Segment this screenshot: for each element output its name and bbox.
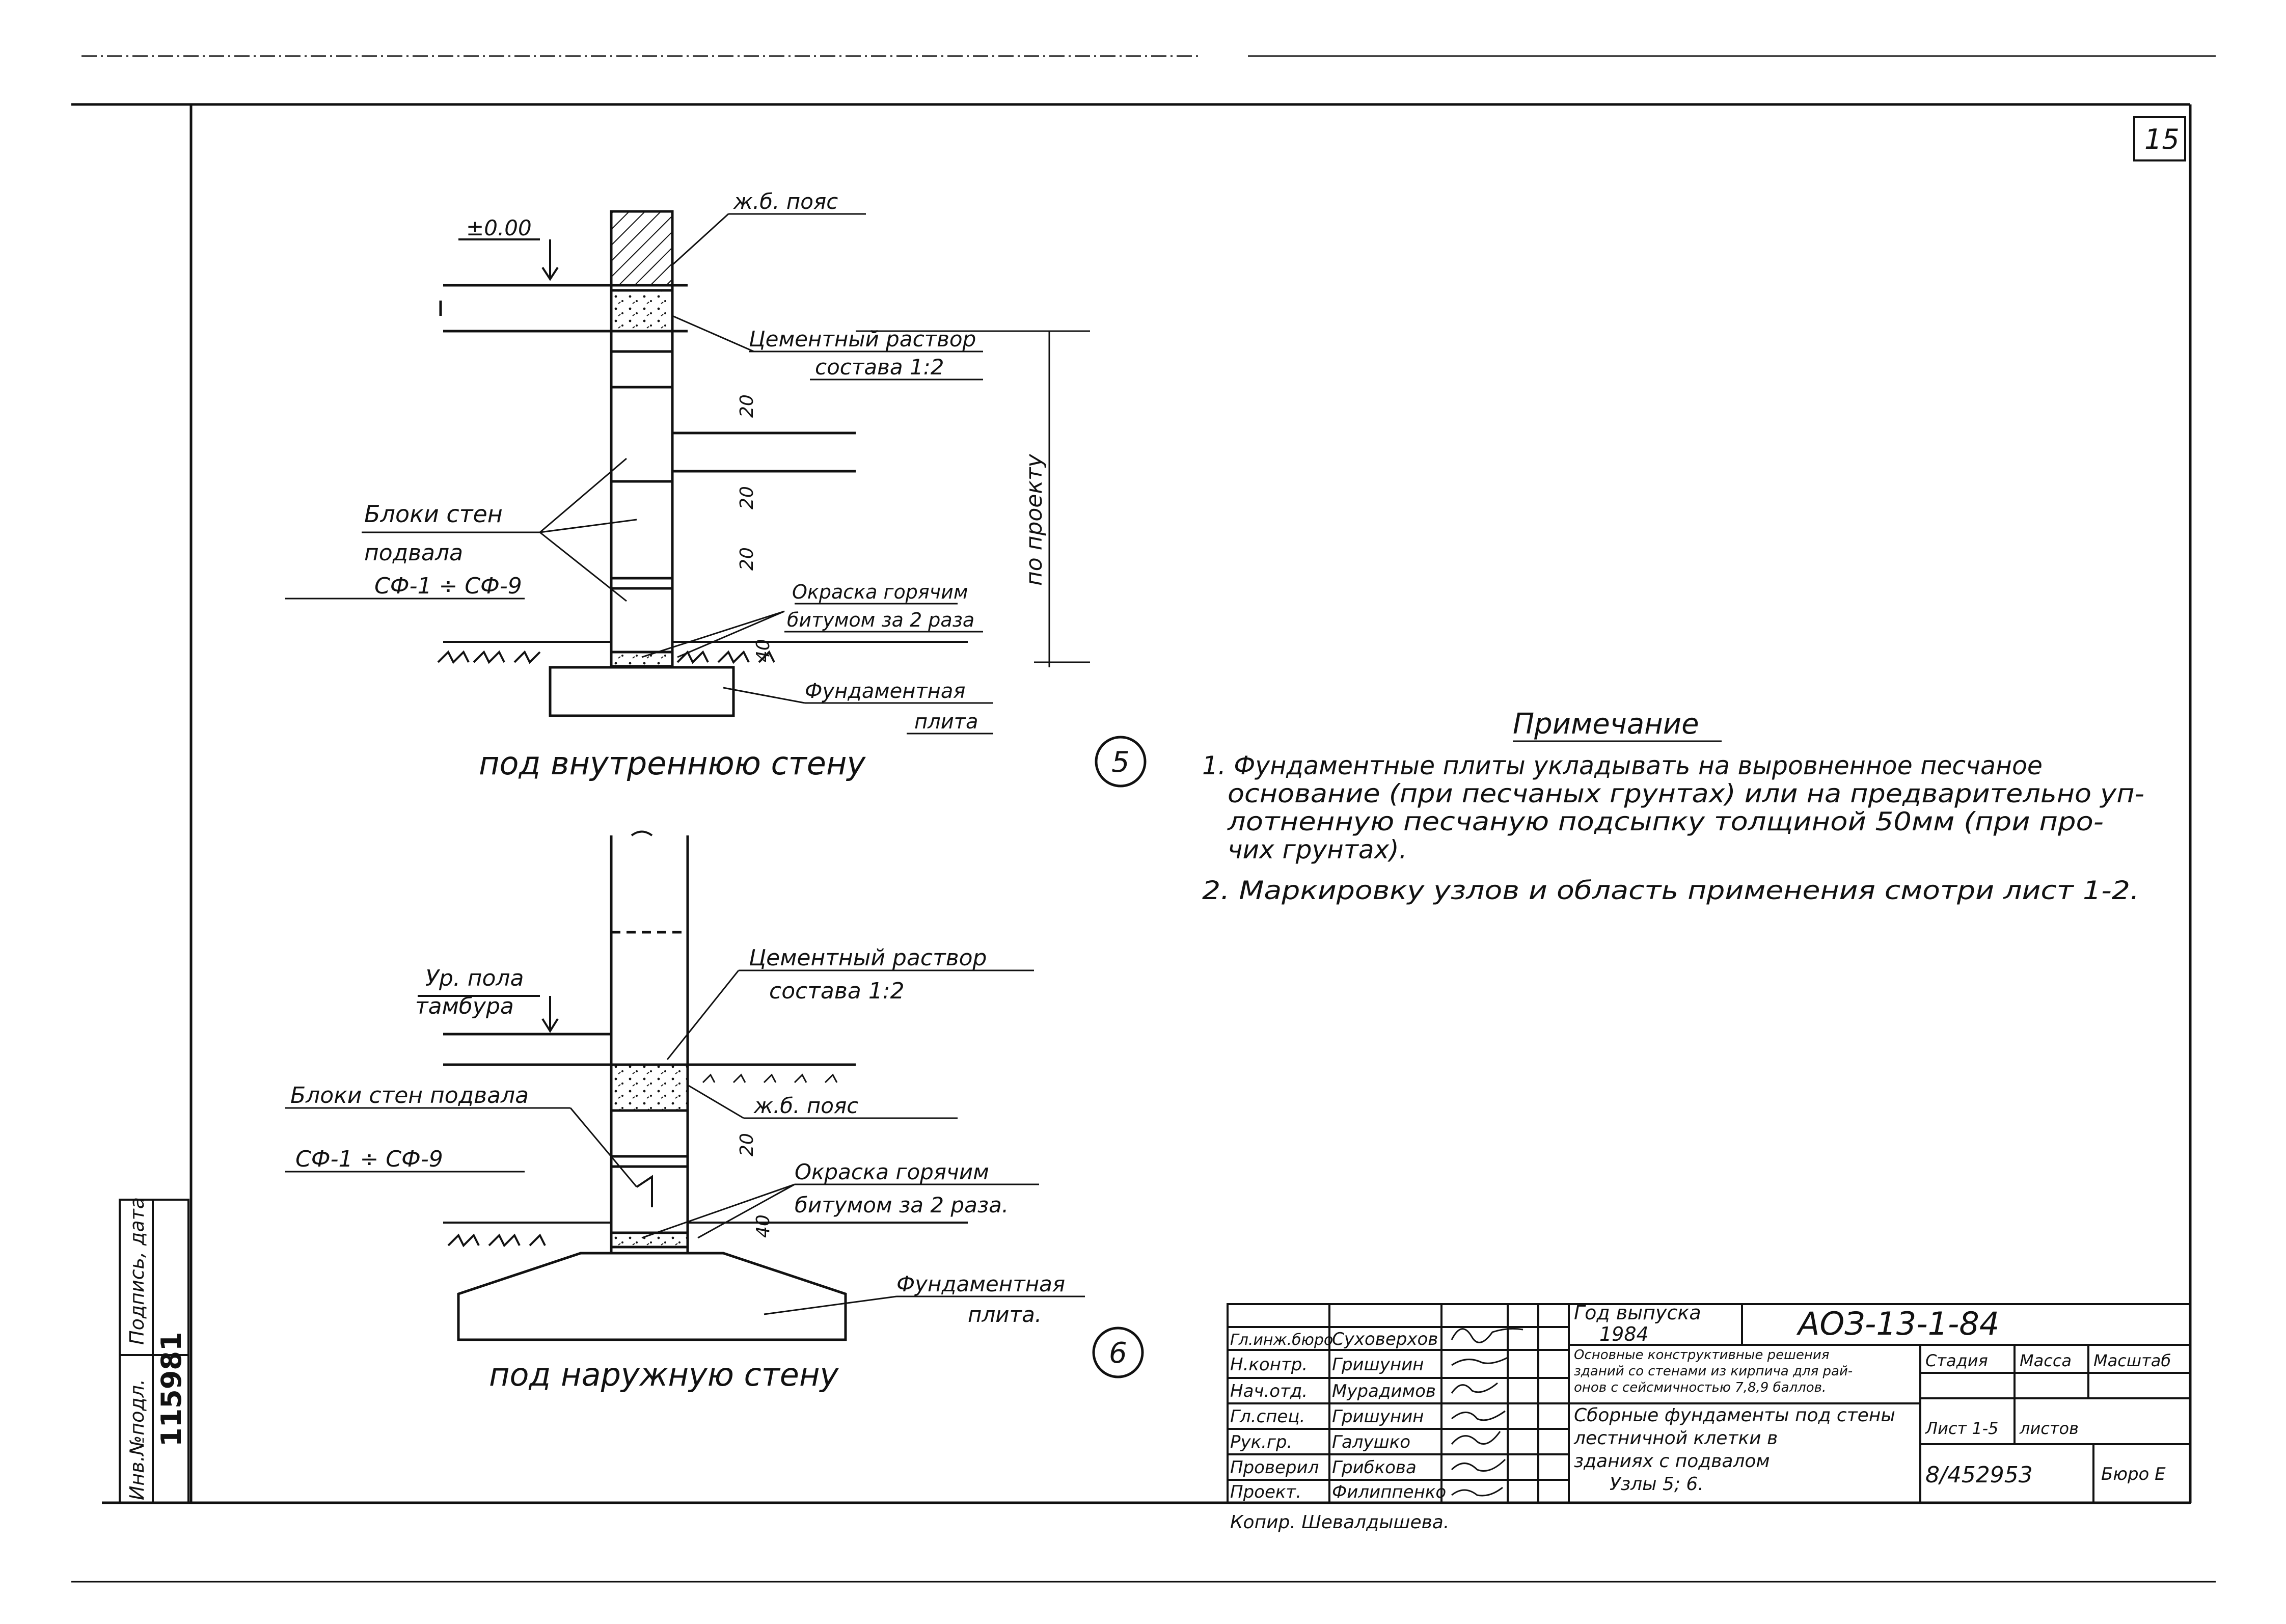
binding-strip: Инв.№подл. Подпись, дата 115981	[119, 1197, 189, 1504]
note-line-1: 1. Фундаментные плиты укладывать на выро…	[1202, 751, 2043, 780]
floor-6-label-2: тамбура	[415, 993, 514, 1019]
floor-slab-6	[443, 1033, 856, 1084]
page-number-box: 15	[2133, 116, 2186, 161]
copied-by: Копир. Шевалдышева.	[1230, 1512, 1449, 1533]
node-marker-6: 6	[1092, 1327, 1144, 1378]
dim-6-20: 20	[737, 1133, 757, 1156]
ground-line-5	[437, 641, 968, 664]
dim-5-20c: 20	[737, 547, 757, 571]
notes-block: Примечание 1. Фундаментные плиты укладыв…	[1202, 708, 2144, 905]
foundation-slab-6	[457, 1252, 847, 1341]
col-stage: Стадия	[1925, 1351, 1988, 1370]
role-0: Гл.инж.бюро	[1230, 1331, 1333, 1349]
paint-6-label-1: Окраска горячим	[795, 1159, 989, 1184]
wall-5	[610, 210, 674, 668]
floor-6-label-1: Ур. пола	[425, 965, 524, 991]
inv-value: 115981	[155, 1332, 187, 1447]
sheet-title-4: Узлы 5; 6.	[1610, 1474, 1704, 1495]
name-2: Мурадимов	[1332, 1381, 1436, 1401]
note-line-4: чих грунтах).	[1228, 835, 1407, 864]
dim-5-40: 40	[753, 639, 774, 662]
dim-5-20b: 20	[737, 486, 757, 509]
dim-6-40: 40	[753, 1214, 774, 1238]
blocks-5-label-1: Блоки стен	[364, 500, 503, 528]
inv-number: 8/452953	[1925, 1462, 2033, 1488]
title-block: Гл.инж.бюро Н.контр. Нач.отд. Гл.спец. Р…	[1227, 1302, 2191, 1533]
belt-6-label: ж.б. пояс	[753, 1093, 858, 1118]
mortar-6-label-1: Цементный раствор	[749, 945, 987, 971]
series-line-3: онов с сейсмичностью 7,8,9 баллов.	[1574, 1380, 1826, 1395]
name-6: Филиппенко	[1332, 1482, 1446, 1502]
slab-6-label-2: плита.	[968, 1302, 1042, 1327]
inv-label: Инв.№подл.	[126, 1379, 148, 1500]
node-marker-5-text: 5	[1111, 746, 1130, 779]
wall-6	[610, 830, 689, 1253]
note-line-5: 2. Маркировку узлов и область применения…	[1202, 876, 2139, 905]
slab-5-label-1: Фундаментная	[805, 680, 965, 703]
level-mark-5	[458, 238, 559, 281]
notes-title: Примечание	[1513, 708, 1699, 741]
caption-5: под внутреннюю стену	[479, 745, 866, 782]
floor-slab-5	[439, 284, 856, 473]
by-project-5: по проекту	[1021, 453, 1047, 586]
mortar-6-label-2: состава 1:2	[769, 978, 905, 1004]
mortar-5-label-2: состава 1:2	[815, 355, 944, 380]
node-marker-5: 5	[1095, 736, 1147, 788]
name-0: Суховерхов	[1332, 1329, 1438, 1349]
year-value: 1984	[1599, 1323, 1649, 1345]
level-mark-5-text: ±0.00	[466, 215, 532, 240]
caption-6: под наружную стену	[489, 1356, 839, 1393]
sheet-title-2: лестничной клетки в	[1573, 1428, 1778, 1449]
role-1: Н.контр.	[1230, 1355, 1308, 1375]
name-5: Грибкова	[1332, 1457, 1417, 1478]
blocks-6-label-2: СФ-1 ÷ СФ-9	[295, 1146, 443, 1172]
doc-code: АОЗ-13-1-84	[1796, 1305, 1999, 1342]
slab-5-label-2: плита	[914, 710, 978, 734]
note-line-2: основание (при песчаных грунтах) или на …	[1228, 779, 2144, 808]
series-line-2: зданий со стенами из кирпича для рай-	[1574, 1364, 1853, 1379]
series-line-1: Основные конструктивные решения	[1574, 1347, 1829, 1363]
signatures	[1451, 1328, 1523, 1497]
bureau: Бюро Е	[2101, 1464, 2166, 1484]
node-5-drawing: ±0.00 ж.б. пояс Цементный раствор состав…	[285, 189, 1090, 782]
dim-5-20a: 20	[737, 394, 757, 418]
role-4: Рук.гр.	[1230, 1432, 1292, 1452]
belt-5-label: ж.б. пояс	[733, 189, 838, 214]
col-mass: Масса	[2020, 1351, 2072, 1370]
name-3: Гришунин	[1332, 1406, 1424, 1427]
role-6: Проект.	[1230, 1482, 1301, 1502]
role-5: Проверил	[1230, 1457, 1319, 1478]
sheets-label: листов	[2019, 1419, 2079, 1438]
mortar-5-label-1: Цементный раствор	[749, 327, 976, 351]
paint-6-label-2: битумом за 2 раза.	[795, 1193, 1009, 1217]
paint-5-label-1: Окраска горячим	[792, 581, 968, 603]
sign-label: Подпись, дата	[126, 1197, 148, 1345]
name-1: Гришунин	[1332, 1355, 1424, 1375]
node-6-drawing: Ур. пола тамбура Цементный раствор соста…	[285, 830, 1085, 1393]
role-2: Нач.отд.	[1230, 1381, 1308, 1401]
name-4: Галушко	[1332, 1432, 1410, 1452]
role-3: Гл.спец.	[1230, 1406, 1305, 1427]
foundation-slab-5	[549, 666, 735, 717]
note-line-3: лотненную песчаную подсыпку толщиной 50м…	[1227, 807, 2104, 836]
node-marker-6-text: 6	[1109, 1337, 1127, 1370]
page-number: 15	[2144, 123, 2180, 155]
sheet-title-1: Сборные фундаменты под стены	[1574, 1405, 1895, 1426]
slab-6-label-1: Фундаментная	[896, 1271, 1065, 1296]
blocks-5-label-2: подвала	[364, 540, 463, 566]
col-scale: Масштаб	[2093, 1351, 2171, 1370]
paint-5-label-2: битумом за 2 раза	[787, 609, 974, 631]
sheet-label: Лист 1-5	[1925, 1419, 1999, 1438]
sheet-title-3: зданиях с подвалом	[1574, 1451, 1770, 1472]
blocks-5-label-3: СФ-1 ÷ СФ-9	[374, 573, 522, 599]
year-label: Год выпуска	[1574, 1302, 1701, 1324]
blocks-6-label-1: Блоки стен подвала	[290, 1082, 529, 1108]
